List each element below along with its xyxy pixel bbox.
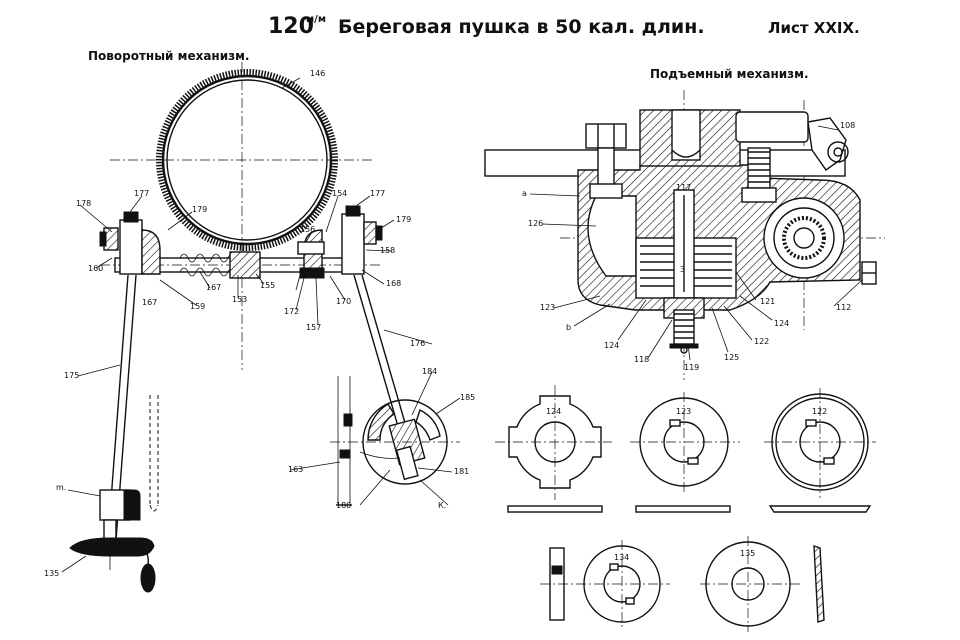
section-elevation-title: Подъемный механизм. [650, 67, 809, 81]
label-146: 146 [310, 69, 325, 78]
title-unit: м/м [306, 14, 326, 25]
label-124-b: 124 [774, 319, 789, 328]
label-180: 180 [336, 501, 351, 510]
label-154: 154 [332, 189, 347, 198]
label-disk-123: 123 [676, 407, 691, 416]
label-157: 157 [306, 323, 321, 332]
label-177-left: 177 [134, 189, 149, 198]
label-175: 175 [64, 371, 79, 380]
label-184: 184 [422, 367, 437, 376]
traverse-mechanism [61, 62, 461, 593]
vertical-rod [99, 274, 159, 543]
toothed-ring [156, 69, 338, 251]
label-177-right: 177 [370, 189, 385, 198]
disk-123 [630, 392, 740, 513]
disk-122 [764, 388, 876, 513]
label-disk-124: 124 [546, 407, 561, 416]
label-185: 185 [460, 393, 475, 402]
label-167: 167 [206, 283, 221, 292]
label-155: 155 [260, 281, 275, 290]
label-181: 181 [454, 467, 469, 476]
label-160: 160 [88, 264, 103, 273]
label-a: a [522, 189, 527, 198]
label-118: 118 [634, 355, 649, 364]
disk-details [495, 385, 876, 632]
label-179-right: 179 [396, 215, 411, 224]
part-labels: 146 178 177 179 160 167 159 167 153 155 … [44, 69, 855, 578]
label-167-left: 167 [142, 298, 157, 307]
label-108: 108 [840, 121, 855, 130]
label-122: 122 [754, 337, 769, 346]
disk-134 [576, 540, 670, 630]
label-135: 135 [44, 569, 59, 578]
label-168: 168 [386, 279, 401, 288]
handwheel-icon[interactable] [69, 537, 156, 593]
label-112: 112 [836, 303, 851, 312]
label-172: 172 [284, 307, 299, 316]
label-179-left: 179 [192, 205, 207, 214]
worm-wheel [763, 197, 845, 279]
worm-shaft [100, 251, 380, 279]
label-disk-134: 134 [614, 553, 629, 562]
label-117: 117 [676, 183, 691, 192]
label-b: b [566, 323, 571, 332]
label-119: 119 [684, 363, 699, 372]
label-m: m. [56, 483, 66, 492]
label-121: 121 [760, 297, 775, 306]
label-disk-135: 135 [740, 549, 755, 558]
label-3: 3 [680, 265, 685, 274]
label-125: 125 [724, 353, 739, 362]
label-176: 176 [410, 339, 425, 348]
label-K: К. [438, 501, 446, 510]
label-124-a: 124 [604, 341, 619, 350]
label-170: 170 [336, 297, 351, 306]
section-traverse-title: Поворотный механизм. [88, 49, 249, 63]
leader-lines-elevation [529, 125, 863, 361]
label-163: 163 [288, 465, 303, 474]
label-123: 123 [540, 303, 555, 312]
detail-bevel-gear [330, 376, 460, 506]
title-main: Береговая пушка в 50 кал. длин. [338, 16, 705, 38]
elevation-mechanism [484, 90, 885, 380]
inclined-rod [353, 274, 411, 441]
disk-edge [540, 547, 574, 621]
right-bearing [297, 205, 383, 279]
title-caliber: 120 [268, 14, 314, 39]
label-158: 158 [380, 246, 395, 255]
label-159: 159 [190, 302, 205, 311]
disk-124 [495, 385, 612, 513]
disk-135 [700, 536, 825, 632]
title-sheet: Лист XXIX. [768, 19, 860, 37]
label-156: 156 [300, 225, 315, 234]
title-block: 120 м/м Береговая пушка в 50 кал. длин. … [268, 14, 860, 39]
label-126: 126 [528, 219, 543, 228]
label-disk-122: 122 [812, 407, 827, 416]
label-153: 153 [232, 295, 247, 304]
leader-lines-traverse [61, 77, 461, 573]
left-bearing [99, 211, 161, 275]
label-178: 178 [76, 199, 91, 208]
